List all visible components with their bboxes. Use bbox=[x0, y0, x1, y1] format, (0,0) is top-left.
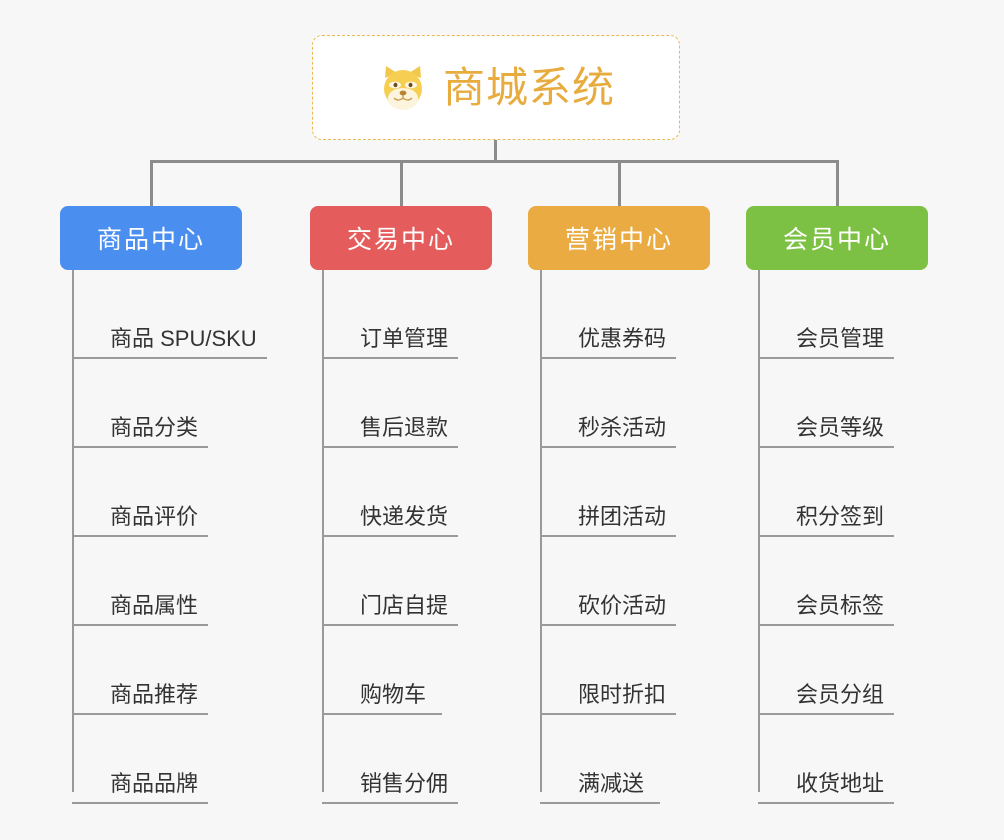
leaf-column-3: 会员管理会员等级积分签到会员标签会员分组收货地址 bbox=[758, 270, 1000, 804]
leaf-column-0: 商品 SPU/SKU 商品分类商品评价商品属性商品推荐商品品牌 bbox=[72, 270, 314, 804]
leaf-item-label: 会员等级 bbox=[796, 414, 885, 440]
leaf-item-label: 会员标签 bbox=[796, 592, 885, 618]
leaf-item[interactable]: 拼团活动 bbox=[540, 448, 677, 537]
leaf-spine bbox=[72, 270, 74, 792]
leaf-item[interactable]: 砍价活动 bbox=[540, 537, 677, 626]
leaf-item[interactable]: 商品推荐 bbox=[72, 626, 209, 715]
leaf-item[interactable]: 限时折扣 bbox=[540, 626, 677, 715]
connector-root-stem bbox=[494, 140, 497, 162]
root-node[interactable]: 商城系统 bbox=[312, 35, 680, 140]
leaf-item[interactable]: 会员标签 bbox=[758, 537, 895, 626]
leaf-item-label: 积分签到 bbox=[796, 503, 885, 529]
leaf-item-label: 优惠券码 bbox=[578, 325, 667, 351]
leaf-item-label: 门店自提 bbox=[360, 592, 449, 618]
leaf-item-label: 购物车 bbox=[360, 681, 427, 707]
leaf-item-label: 砍价活动 bbox=[578, 592, 667, 618]
leaf-item[interactable]: 会员等级 bbox=[758, 359, 895, 448]
leaf-item[interactable]: 商品 SPU/SKU bbox=[72, 270, 267, 359]
leaf-item[interactable]: 优惠券码 bbox=[540, 270, 677, 359]
category-box-0[interactable]: 商品中心 bbox=[60, 206, 242, 270]
category-title-0: 商品中心 bbox=[96, 226, 205, 254]
leaf-item-label: 收货地址 bbox=[796, 770, 885, 796]
category-title-1: 交易中心 bbox=[346, 226, 455, 254]
connector-drop-0 bbox=[150, 160, 153, 208]
leaf-item-label: 商品分类 bbox=[110, 414, 199, 440]
leaf-item-label: 商品属性 bbox=[110, 592, 199, 618]
leaf-item-label: 拼团活动 bbox=[578, 503, 667, 529]
leaf-item[interactable]: 积分签到 bbox=[758, 448, 895, 537]
leaf-item[interactable]: 订单管理 bbox=[322, 270, 459, 359]
root-title: 商城系统 bbox=[442, 63, 615, 111]
leaf-column-1: 订单管理售后退款快递发货门店自提购物车销售分佣 bbox=[322, 270, 564, 804]
leaf-item[interactable]: 门店自提 bbox=[322, 537, 459, 626]
leaf-item[interactable]: 收货地址 bbox=[758, 715, 895, 804]
leaf-item-label: 会员分组 bbox=[796, 681, 885, 707]
leaf-item[interactable]: 商品评价 bbox=[72, 448, 209, 537]
shiba-dog-face-icon bbox=[377, 62, 429, 114]
leaf-item[interactable]: 会员管理 bbox=[758, 270, 895, 359]
leaf-item-label: 商品评价 bbox=[110, 503, 199, 529]
leaf-item[interactable]: 快递发货 bbox=[322, 448, 459, 537]
connector-horizontal-bus bbox=[150, 160, 838, 163]
leaf-item-label: 售后退款 bbox=[360, 414, 449, 440]
leaf-item[interactable]: 售后退款 bbox=[322, 359, 459, 448]
connector-drop-2 bbox=[618, 160, 621, 208]
leaf-item[interactable]: 商品属性 bbox=[72, 537, 209, 626]
leaf-item-label: 会员管理 bbox=[796, 325, 885, 351]
connector-drop-1 bbox=[400, 160, 403, 208]
leaf-item-label: 满减送 bbox=[578, 770, 645, 796]
leaf-item[interactable]: 会员分组 bbox=[758, 626, 895, 715]
leaf-spine bbox=[758, 270, 760, 792]
leaf-item[interactable]: 秒杀活动 bbox=[540, 359, 677, 448]
leaf-spine bbox=[540, 270, 542, 792]
leaf-item-label: 快递发货 bbox=[360, 503, 449, 529]
connector-drop-3 bbox=[836, 160, 839, 208]
category-box-2[interactable]: 营销中心 bbox=[528, 206, 710, 270]
leaf-item[interactable]: 满减送 bbox=[540, 715, 660, 804]
leaf-item[interactable]: 销售分佣 bbox=[322, 715, 459, 804]
leaf-item[interactable]: 购物车 bbox=[322, 626, 442, 715]
leaf-item-label: 订单管理 bbox=[360, 325, 449, 351]
leaf-item-label: 商品 SPU/SKU bbox=[110, 325, 257, 351]
category-title-3: 会员中心 bbox=[782, 226, 891, 254]
category-box-1[interactable]: 交易中心 bbox=[310, 206, 492, 270]
leaf-column-2: 优惠券码秒杀活动拼团活动砍价活动限时折扣满减送 bbox=[540, 270, 782, 804]
leaf-item-label: 限时折扣 bbox=[578, 681, 667, 707]
leaf-item-label: 销售分佣 bbox=[360, 770, 449, 796]
leaf-item-label: 商品品牌 bbox=[110, 770, 199, 796]
category-title-2: 营销中心 bbox=[564, 226, 673, 254]
leaf-item[interactable]: 商品分类 bbox=[72, 359, 209, 448]
leaf-item[interactable]: 商品品牌 bbox=[72, 715, 209, 804]
leaf-item-label: 秒杀活动 bbox=[578, 414, 667, 440]
leaf-spine bbox=[322, 270, 324, 792]
category-box-3[interactable]: 会员中心 bbox=[746, 206, 928, 270]
leaf-item-label: 商品推荐 bbox=[110, 681, 199, 707]
